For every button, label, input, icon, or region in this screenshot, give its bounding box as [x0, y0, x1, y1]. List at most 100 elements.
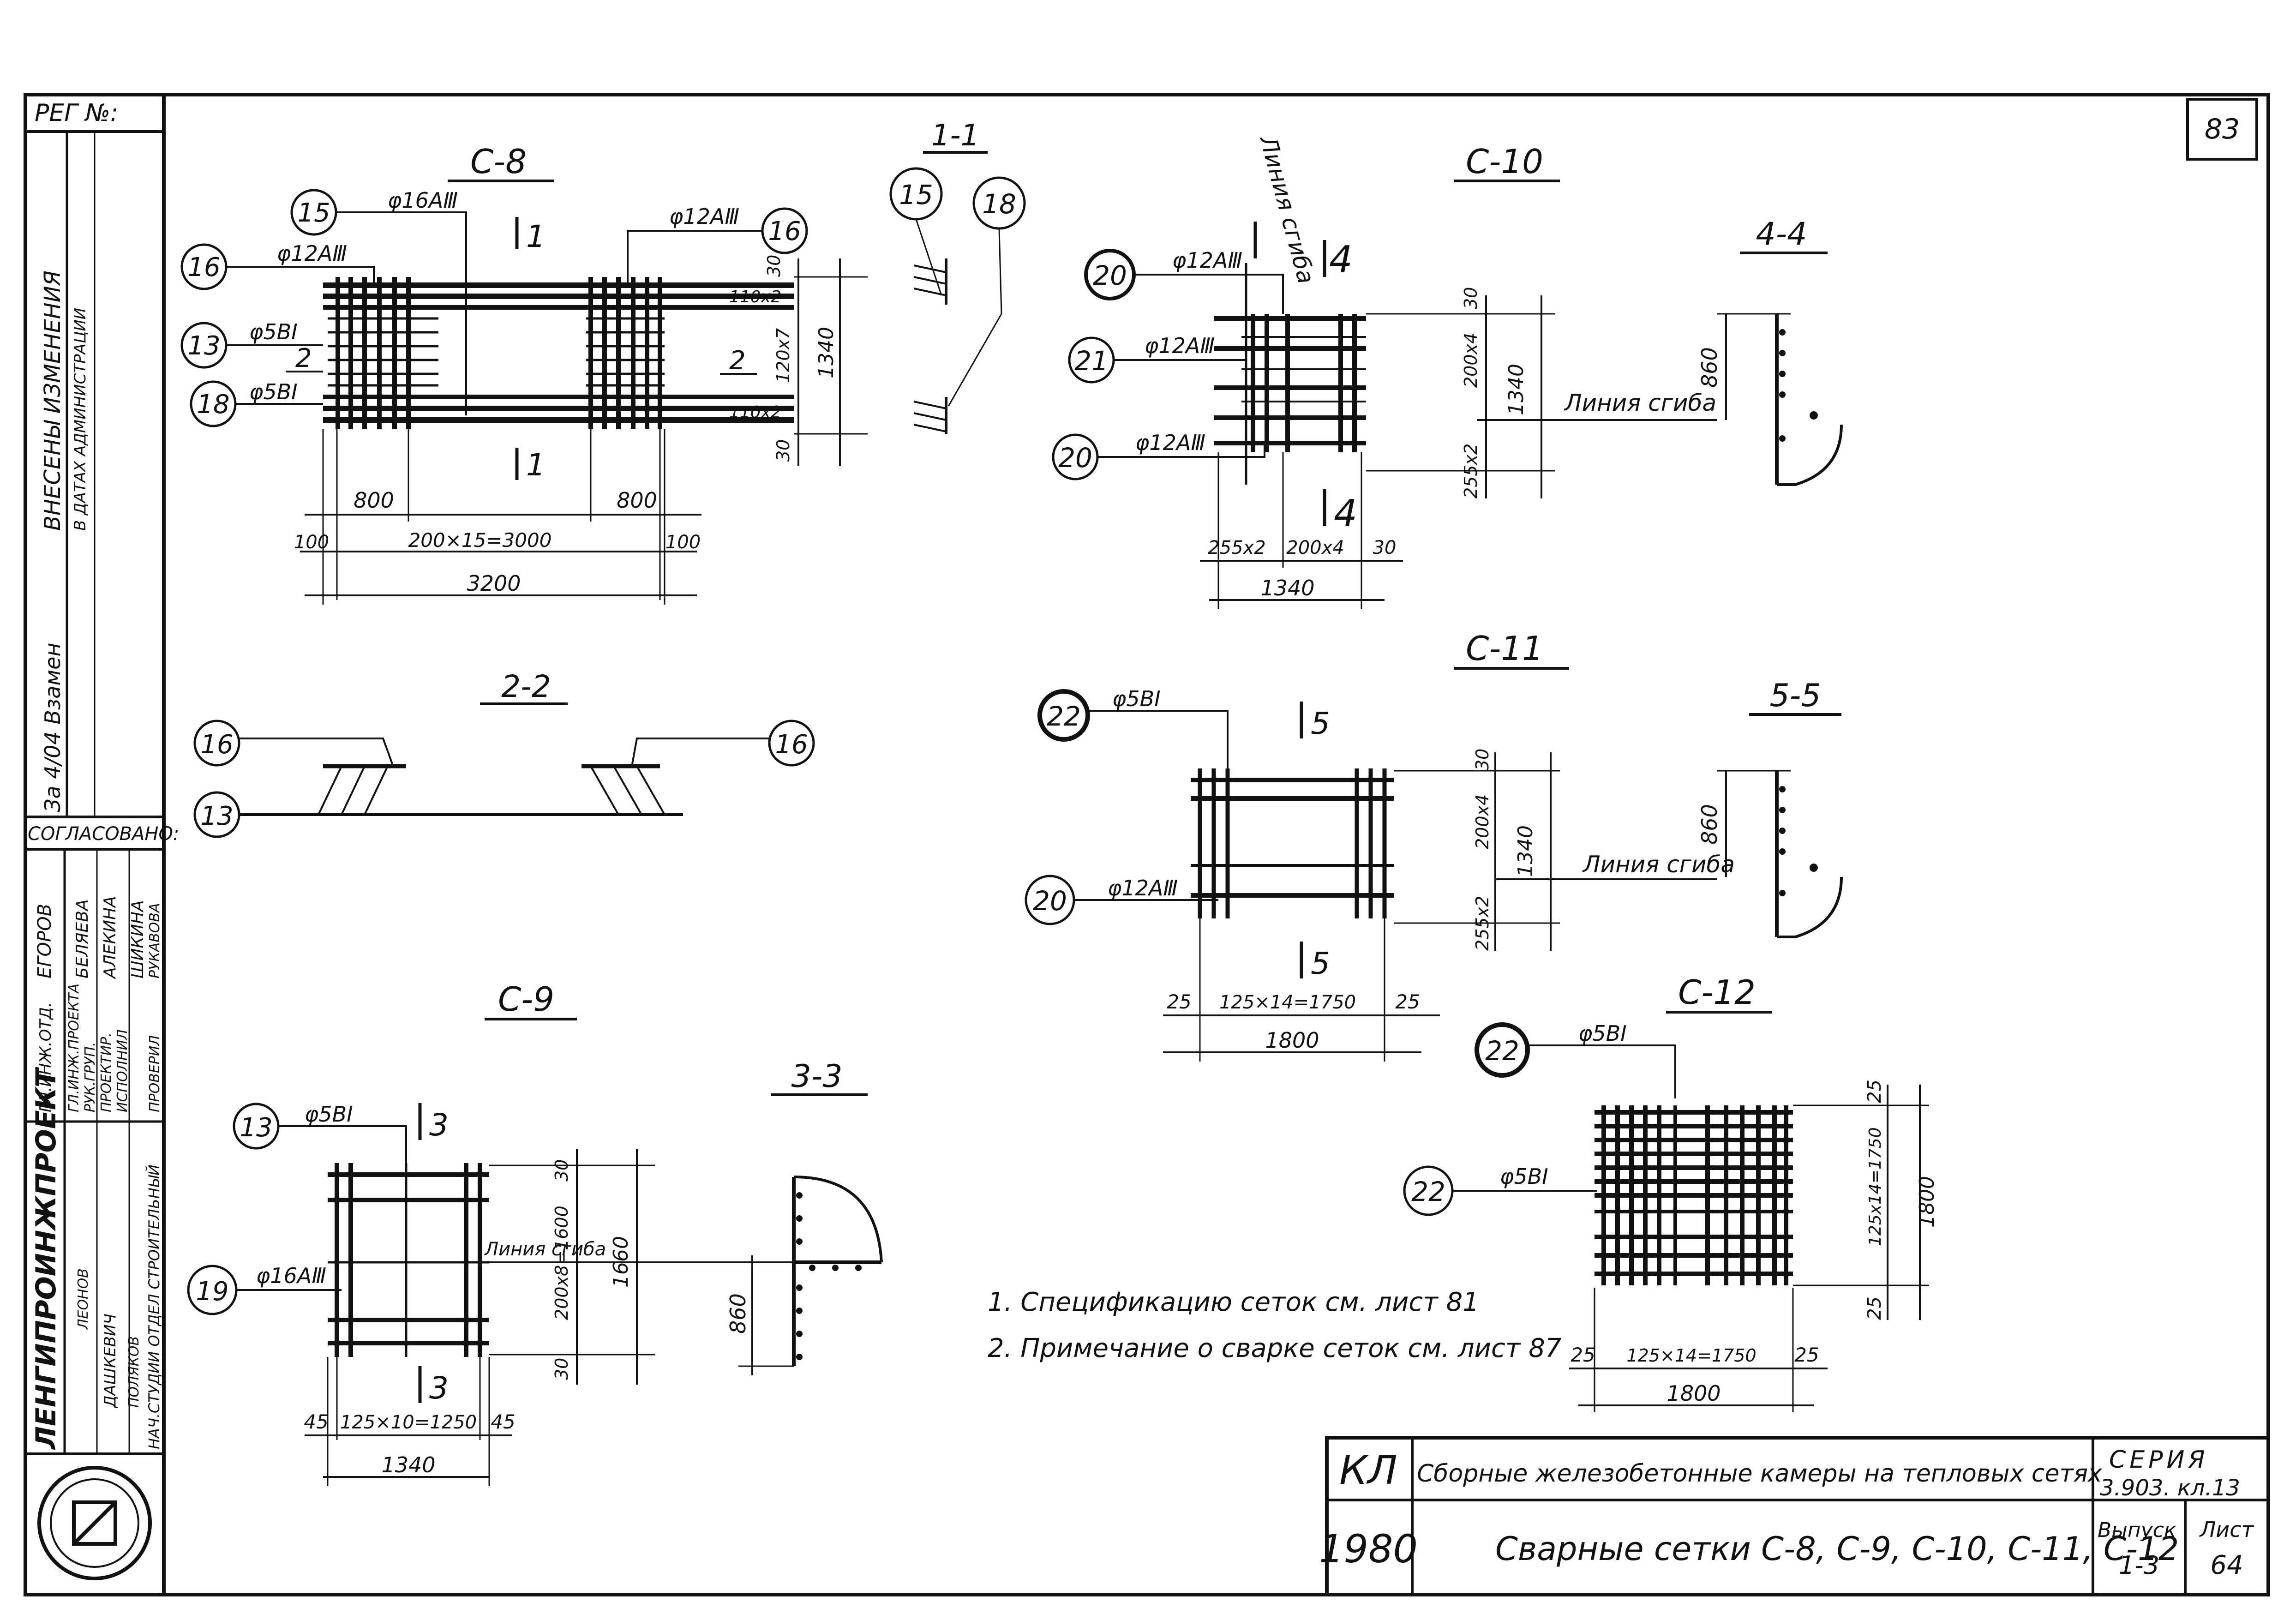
c8-callout-16-right-label: 16	[768, 216, 801, 246]
person-1: ДАШКЕВИЧ	[101, 1314, 120, 1409]
c12-dim-span-h: 125×14=1750	[1626, 1345, 1756, 1366]
grid-c10: С-10 Линия сгиба 4 4 20 21 2	[1052, 132, 1717, 609]
agreed-name-3: АЛЕКИНА	[101, 896, 120, 979]
c8-dim-120x7: 120х7	[773, 328, 793, 383]
s44-dim-860: 860	[1697, 347, 1722, 388]
c11-section-5-bottom: 5	[1311, 946, 1330, 981]
c11-callout-20: 20	[1033, 885, 1067, 917]
c9-section-3-top: 3	[429, 1107, 449, 1143]
person-3: ЛЕОНОВ	[75, 1268, 91, 1330]
reg-label: РЕГ №:	[35, 99, 118, 127]
c8-bar-label-5: φ5ВⅠ	[249, 379, 298, 404]
section-3-3: 3-3 860	[725, 1058, 883, 1375]
s11-callout-15: 15	[899, 179, 933, 210]
c12-title: С-12	[1678, 973, 1756, 1012]
c10-callout-20-top: 20	[1093, 260, 1127, 291]
s44-title: 4-4	[1756, 216, 1807, 252]
c10-dim-1340-h: 1340	[1260, 576, 1314, 600]
tb-sheet-value: 64	[2210, 1550, 2243, 1580]
c11-mesh	[1191, 768, 1394, 918]
c11-section-5-top: 5	[1311, 706, 1330, 741]
c8-section-2-left: 2	[295, 343, 312, 373]
role-4: ПРОЕКТИР.	[98, 1032, 114, 1112]
tb-sheet-title: Сварные сетки С-8, С-9, С-10, С-11, С-12	[1495, 1530, 2179, 1568]
tb-series-label: СЕРИЯ	[2109, 1446, 2209, 1474]
s22-callout-16-left: 16	[200, 730, 233, 760]
c12-dim-25-left: 25	[1571, 1344, 1595, 1366]
c8-dim-110x2-top: 110х2	[729, 288, 781, 306]
c8-dim-30-bottom: 30	[773, 439, 793, 462]
role-6: ПРОВЕРИЛ	[147, 1035, 163, 1112]
c10-section-4-top: 4	[1329, 238, 1353, 281]
tb-code: КЛ	[1339, 1447, 1397, 1494]
c12-dim-span-v: 125х14=1750	[1866, 1127, 1885, 1246]
c12-dim-1800-v: 1800	[1915, 1176, 1939, 1228]
c8-bar-label-2: φ12АⅢ	[669, 204, 739, 229]
tb-issue-value: 1-3	[2119, 1551, 2159, 1580]
c12-dim-1800-h: 1800	[1667, 1381, 1721, 1406]
c10-dim-200x4-h: 200х4	[1286, 537, 1344, 558]
c8-dim-110x2-bottom: 110х2	[729, 403, 781, 422]
c8-mesh	[323, 277, 794, 429]
grid-c9: С-9 13 19 φ5ВⅠ φ16АⅢ 3 3 30 200х8	[187, 980, 794, 1486]
c11-dim-1800: 1800	[1265, 1028, 1319, 1053]
dept-name: НАЧ.СТУДИИ ОТДЕЛ СТРОИТЕЛЬНЫЙ	[145, 1164, 163, 1449]
c10-dim-1340-v: 1340	[1505, 364, 1528, 415]
c9-mesh	[328, 1163, 489, 1357]
c9-section-3-bottom: 3	[429, 1370, 449, 1406]
c10-bar-label-3: φ12АⅢ	[1135, 430, 1205, 455]
grid-c8: С-8	[180, 142, 868, 605]
c8-dim-30-top: 30	[764, 255, 784, 277]
changes-sub: В ДАТАХ АДМИНИСТРАЦИИ	[71, 308, 90, 531]
note-2: 2. Примечание о сварке сеток см. лист 87	[988, 1333, 1562, 1363]
c8-dim-100-left: 100	[294, 532, 329, 553]
c8-section-1-bottom: 1	[526, 447, 546, 483]
c8-title: С-8	[470, 142, 527, 181]
c8-callout-15-label: 15	[297, 198, 330, 228]
c8-dim-total: 3200	[467, 571, 521, 596]
c10-title: С-10	[1466, 142, 1543, 181]
c11-dim-255x2: 255х2	[1472, 896, 1493, 951]
grid-c11: С-11 22 20 φ5ВⅠ φ12АⅢ 5 5 30 200х	[1025, 629, 1735, 1062]
tb-project: Сборные железобетонные камеры на тепловы…	[1417, 1460, 2103, 1488]
c8-bar-label-1: φ16АⅢ	[388, 188, 458, 213]
c8-dim-1340: 1340	[815, 327, 838, 378]
s33-dim-860: 860	[725, 1293, 750, 1334]
c9-callout-19: 19	[196, 1277, 228, 1307]
c11-dim-25-right: 25	[1395, 990, 1420, 1013]
c10-dim-200x4: 200х4	[1461, 333, 1481, 388]
c9-dim-45-right: 45	[491, 1410, 515, 1433]
c11-bar-label-1: φ5ВⅠ	[1112, 686, 1161, 711]
c10-bend-line-label: Линия сгиба	[1564, 390, 1716, 416]
c11-title: С-11	[1466, 629, 1543, 668]
c8-callout-16-left-label: 16	[187, 252, 220, 282]
c12-callout-22-top: 22	[1485, 1035, 1519, 1067]
agreed-label: СОГЛАСОВАНО:	[28, 823, 179, 845]
c12-dim-25-right: 25	[1794, 1344, 1819, 1366]
tb-year: 1980	[1319, 1526, 1418, 1572]
c11-dim-200x4: 200х4	[1472, 794, 1493, 849]
c10-section-4-bottom: 4	[1334, 492, 1357, 535]
c10-bar-label-1: φ12АⅢ	[1172, 248, 1242, 273]
inner-frame	[162, 93, 2270, 1596]
c8-callout-13-label: 13	[187, 331, 220, 361]
changes-label: ВНЕСЕНЫ ИЗМЕНЕНИЯ	[40, 270, 66, 531]
c12-callout-22-left: 22	[1411, 1176, 1445, 1207]
c11-dim-25-left: 25	[1167, 990, 1191, 1013]
note-1: 1. Спецификацию сеток см. лист 81	[988, 1287, 1479, 1317]
agreed-name-4: ШИКИНА	[128, 900, 147, 978]
c10-dim-255x2-h: 255х2	[1208, 537, 1265, 558]
agreed-name-2: БЕЛЯЕВА	[73, 899, 92, 978]
section-2-2: 2-2 16 16 13	[193, 669, 815, 838]
section-4-4: 4-4 860	[1697, 216, 1843, 486]
agreed-name-5: РУКАВОВА	[147, 903, 163, 979]
c8-section-1-top: 1	[526, 219, 546, 254]
s22-callout-13: 13	[200, 801, 233, 831]
s55-dim-860: 860	[1697, 804, 1722, 845]
s11-callout-18: 18	[982, 188, 1016, 220]
c12-bar-label-1: φ5ВⅠ	[1578, 1021, 1627, 1046]
c12-bar-label-2: φ5ВⅠ	[1500, 1164, 1548, 1189]
c9-bend-line-label: Линия сгиба	[484, 1239, 606, 1260]
c9-dim-30-bottom: 30	[552, 1358, 572, 1380]
sheet-number: 83	[2205, 113, 2240, 145]
